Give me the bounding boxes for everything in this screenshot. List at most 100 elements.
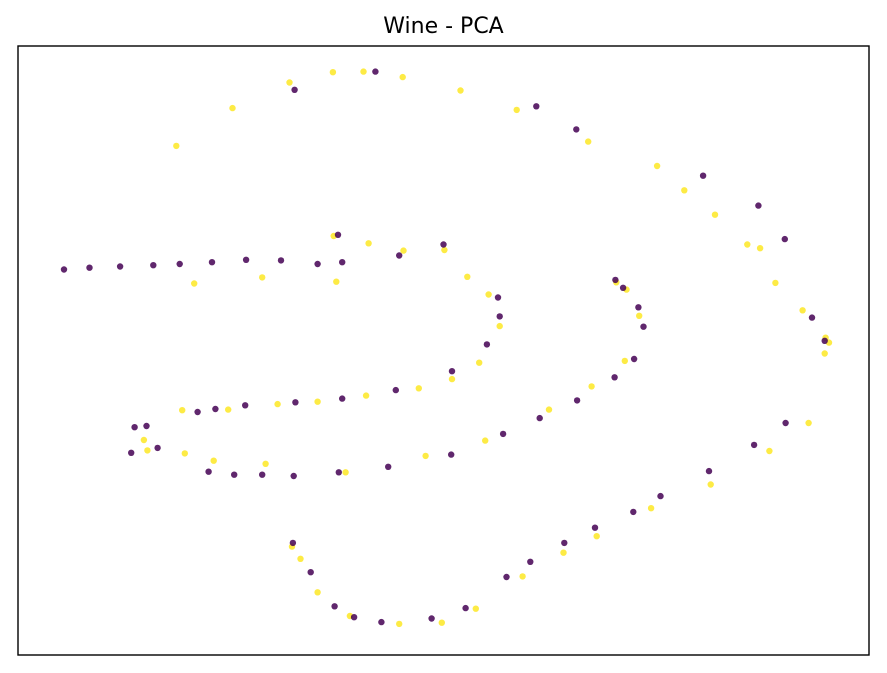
data-point-class-1 — [396, 620, 403, 628]
data-point-class-0 — [635, 304, 642, 311]
data-point-class-1 — [415, 385, 422, 392]
chart-title: Wine - PCA — [383, 14, 503, 39]
data-point-class-0 — [291, 86, 298, 94]
data-point-class-1 — [179, 407, 186, 414]
data-point-class-1 — [144, 447, 151, 454]
data-point-class-0 — [242, 402, 249, 409]
data-point-class-0 — [259, 471, 266, 478]
data-point-class-1 — [513, 106, 520, 114]
data-point-class-1 — [593, 533, 600, 540]
data-point-class-1 — [744, 241, 751, 248]
data-point-class-1 — [314, 589, 321, 596]
data-point-class-0 — [231, 471, 238, 478]
data-point-class-1 — [438, 619, 445, 626]
data-point-class-1 — [482, 437, 489, 444]
data-point-class-1 — [799, 307, 806, 314]
data-point-class-1 — [588, 383, 595, 390]
data-point-class-1 — [464, 273, 471, 280]
data-point-class-0 — [307, 569, 314, 576]
data-point-class-1 — [399, 73, 406, 81]
data-point-class-1 — [448, 375, 456, 383]
data-point-class-1 — [772, 279, 779, 287]
data-point-class-0 — [496, 313, 503, 320]
data-point-class-0 — [396, 252, 403, 259]
data-point-class-1 — [259, 274, 266, 281]
data-point-class-0 — [60, 266, 68, 273]
data-point-class-1 — [545, 406, 553, 413]
data-point-class-1 — [360, 68, 367, 75]
data-point-class-0 — [630, 508, 637, 516]
data-point-class-1 — [333, 278, 340, 285]
data-point-class-0 — [448, 368, 456, 375]
data-point-class-0 — [573, 397, 581, 404]
data-point-class-0 — [335, 469, 342, 476]
data-point-class-0 — [86, 264, 93, 271]
data-point-class-1 — [585, 138, 592, 145]
data-point-class-0 — [499, 430, 507, 438]
data-point-class-1 — [496, 322, 503, 330]
data-point-class-1 — [560, 549, 567, 556]
data-point-class-1 — [621, 357, 628, 365]
data-point-class-0 — [372, 68, 379, 75]
data-point-class-0 — [205, 468, 212, 475]
data-point-class-0 — [339, 395, 346, 402]
data-point-class-0 — [750, 441, 758, 449]
data-point-class-1 — [485, 291, 492, 298]
data-point-class-0 — [561, 539, 568, 547]
data-point-class-1 — [472, 605, 479, 612]
plot-area — [17, 45, 870, 656]
data-point-class-1 — [821, 350, 828, 357]
data-point-class-1 — [647, 505, 655, 512]
data-point-class-0 — [630, 355, 638, 363]
data-point-class-0 — [781, 235, 788, 243]
data-point-class-0 — [131, 424, 138, 431]
data-point-class-0 — [378, 618, 385, 626]
data-point-class-0 — [290, 472, 297, 480]
data-point-class-1 — [400, 247, 407, 254]
data-point-class-1 — [805, 419, 812, 427]
data-point-class-0 — [527, 558, 534, 565]
data-point-class-1 — [766, 447, 773, 455]
data-point-class-1 — [286, 79, 293, 86]
data-point-class-0 — [612, 276, 619, 284]
data-point-class-0 — [128, 449, 135, 456]
data-point-class-1 — [329, 69, 337, 76]
data-point-class-0 — [154, 444, 161, 452]
data-point-class-0 — [462, 604, 469, 612]
data-point-class-0 — [242, 256, 250, 263]
data-point-class-0 — [392, 386, 399, 394]
data-point-class-1 — [229, 104, 236, 112]
data-point-class-0 — [782, 419, 789, 427]
data-point-class-0 — [194, 408, 201, 416]
data-point-class-0 — [277, 257, 285, 264]
data-point-class-0 — [212, 405, 219, 413]
data-point-class-0 — [385, 463, 392, 470]
data-point-class-1 — [365, 240, 372, 247]
data-point-class-0 — [611, 374, 618, 381]
data-point-class-0 — [808, 314, 816, 321]
data-point-class-0 — [536, 414, 543, 422]
data-point-class-0 — [440, 241, 447, 248]
data-point-class-0 — [494, 294, 502, 301]
data-point-class-1 — [181, 450, 188, 457]
data-point-class-1 — [262, 460, 269, 467]
data-point-class-1 — [756, 245, 764, 252]
scatter-points — [60, 68, 833, 628]
data-point-class-1 — [711, 211, 719, 218]
data-point-class-1 — [457, 87, 464, 94]
data-point-class-1 — [225, 406, 232, 413]
data-point-class-1 — [653, 162, 661, 170]
data-point-class-1 — [636, 312, 643, 319]
data-point-class-1 — [441, 246, 448, 254]
data-point-class-1 — [140, 436, 148, 444]
data-point-class-0 — [116, 263, 124, 270]
data-point-class-0 — [821, 337, 828, 344]
data-point-class-1 — [422, 452, 429, 460]
data-point-class-1 — [519, 573, 526, 580]
data-point-class-0 — [591, 524, 599, 531]
data-point-class-0 — [755, 202, 762, 209]
data-point-class-1 — [476, 359, 483, 366]
data-point-class-1 — [210, 457, 217, 464]
data-point-class-0 — [503, 573, 510, 581]
